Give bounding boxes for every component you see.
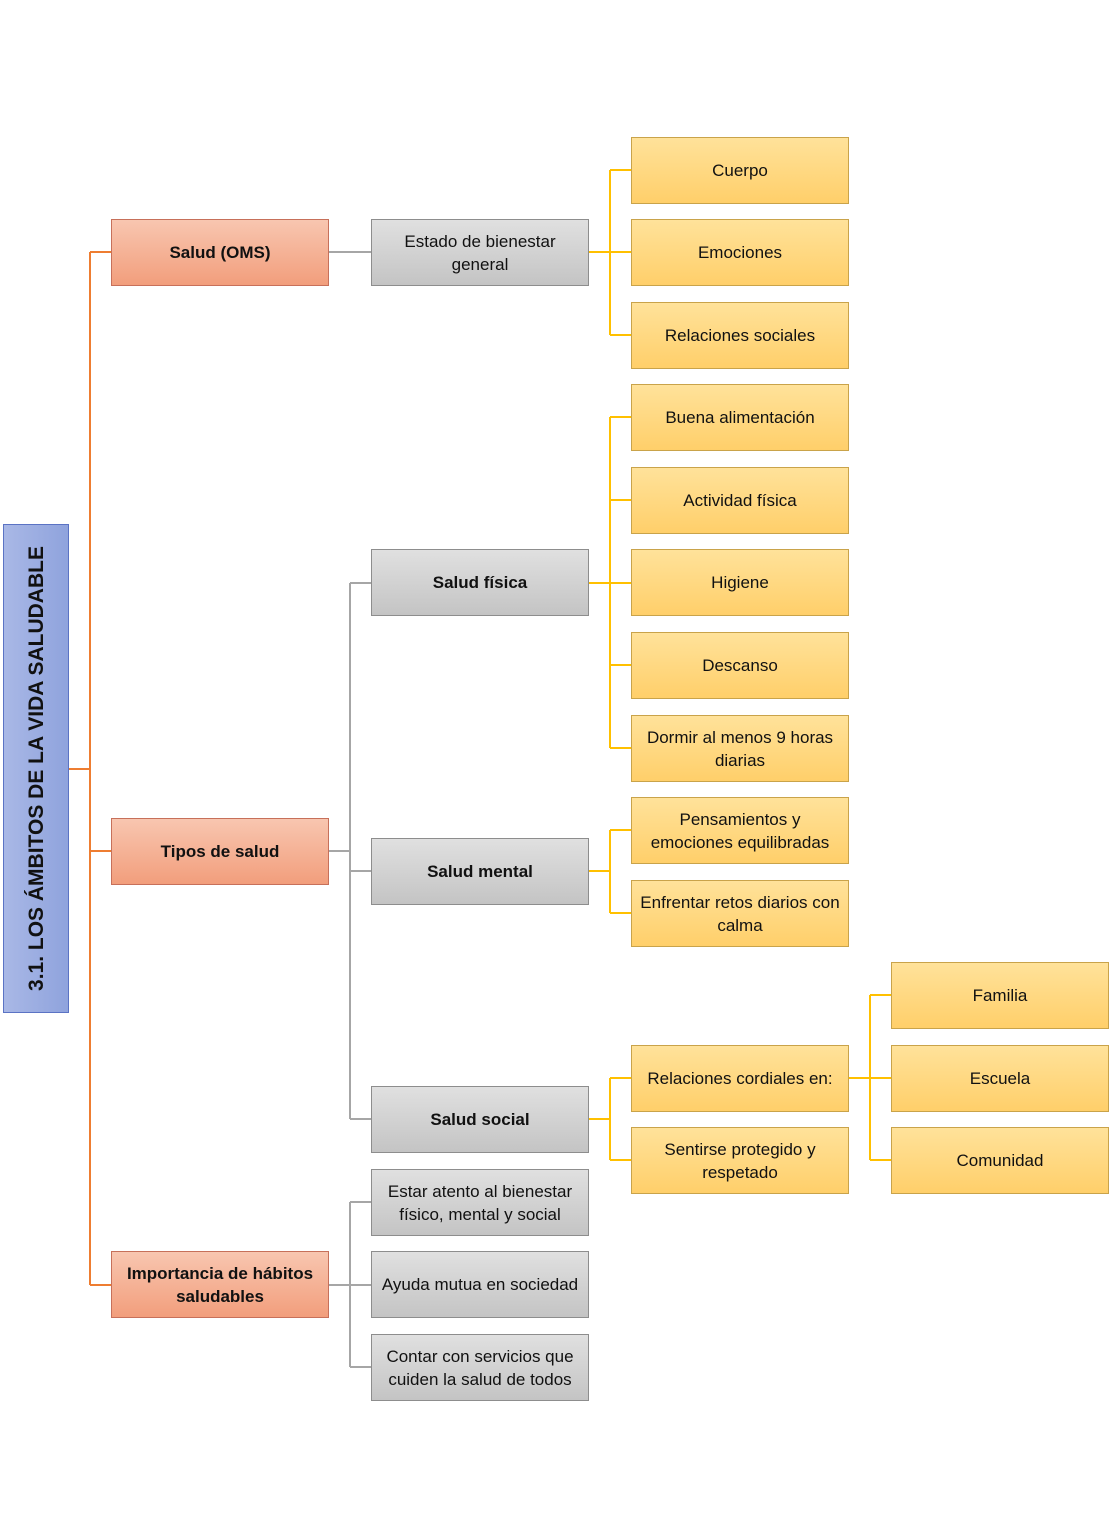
node-contar-servicios: Contar con servicios que cuiden la salud… (371, 1334, 589, 1401)
node-pensamientos: Pensamientos y emociones equilibradas (631, 797, 849, 864)
node-sentirse-protegido: Sentirse protegido y respetado (631, 1127, 849, 1194)
node-tipos-de-salud: Tipos de salud (111, 818, 329, 885)
node-relaciones-sociales: Relaciones sociales (631, 302, 849, 369)
root-title-box: 3.1. LOS ÁMBITOS DE LA VIDA SALUDABLE (3, 524, 69, 1013)
node-salud-social: Salud social (371, 1086, 589, 1153)
node-salud-mental: Salud mental (371, 838, 589, 905)
node-relaciones-cordiales: Relaciones cordiales en: (631, 1045, 849, 1112)
node-salud-oms: Salud (OMS) (111, 219, 329, 286)
node-cuerpo: Cuerpo (631, 137, 849, 204)
node-descanso: Descanso (631, 632, 849, 699)
node-buena-alimentacion: Buena alimentación (631, 384, 849, 451)
node-ayuda-mutua: Ayuda mutua en sociedad (371, 1251, 589, 1318)
node-higiene: Higiene (631, 549, 849, 616)
node-estado-bienestar: Estado de bienestar general (371, 219, 589, 286)
node-comunidad: Comunidad (891, 1127, 1109, 1194)
node-emociones: Emociones (631, 219, 849, 286)
node-salud-fisica: Salud física (371, 549, 589, 616)
node-dormir: Dormir al menos 9 horas diarias (631, 715, 849, 782)
node-enfrentar-retos: Enfrentar retos diarios con calma (631, 880, 849, 947)
node-escuela: Escuela (891, 1045, 1109, 1112)
node-estar-atento: Estar atento al bienestar físico, mental… (371, 1169, 589, 1236)
node-familia: Familia (891, 962, 1109, 1029)
root-title: 3.1. LOS ÁMBITOS DE LA VIDA SALUDABLE (24, 546, 48, 991)
node-importancia-habitos: Importancia de hábitos saludables (111, 1251, 329, 1318)
node-actividad-fisica: Actividad física (631, 467, 849, 534)
